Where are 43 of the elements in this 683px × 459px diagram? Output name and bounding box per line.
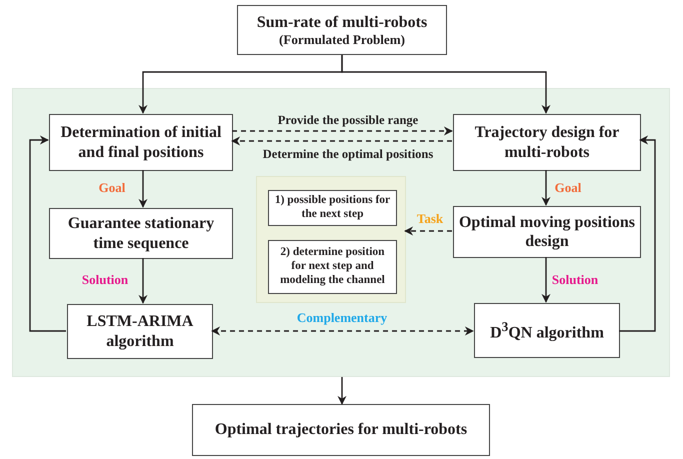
process-box	[237, 5, 447, 55]
step-box	[268, 240, 397, 294]
arrow	[619, 136, 656, 332]
box-text: 2) determine position for next step and modeling the channel	[279, 246, 386, 288]
box-text: Optimal trajectories for multi-robots	[214, 420, 468, 440]
box-text: Guarantee stationary time sequence	[66, 214, 216, 253]
arrow	[232, 126, 453, 136]
arrow	[211, 326, 474, 336]
edge-label: Task	[414, 212, 446, 226]
box-text: Sum-rate of multi-robots	[256, 12, 428, 32]
box-text: Trajectory design for multi-robots	[474, 123, 620, 162]
edge-label: Solution	[550, 272, 600, 288]
edge-label: Determine the optimal positions	[260, 148, 436, 162]
box-text: (Formulated Problem)	[278, 32, 406, 48]
arrow	[542, 170, 550, 206]
edge-label: Goal	[96, 180, 128, 196]
box-text: Optimal moving positions design	[458, 212, 636, 252]
process-box	[49, 114, 233, 171]
edge-label: Provide the possible range	[276, 114, 420, 128]
task-panel	[256, 176, 406, 303]
edge-label: Complementary	[294, 310, 390, 326]
box-text: Determination of initial and final positions	[60, 123, 222, 162]
arrow	[542, 257, 550, 303]
arrow	[138, 170, 148, 208]
result-box	[192, 404, 490, 456]
process-box	[49, 208, 233, 259]
process-box	[474, 303, 620, 358]
arrow	[29, 136, 66, 332]
box-text: LSTM-ARIMA algorithm	[86, 312, 194, 351]
step-box	[268, 190, 397, 226]
arrow	[404, 226, 452, 236]
process-box	[67, 304, 213, 359]
box-text: D$^{3}$QN algorithm	[489, 318, 605, 342]
box-text: 1) possible positions for the next step	[274, 194, 392, 222]
arrow	[231, 136, 452, 146]
arrow	[341, 55, 550, 114]
edge-label: Goal	[552, 180, 584, 196]
arrow	[138, 258, 148, 304]
arrow	[338, 377, 346, 405]
process-box	[453, 114, 641, 171]
process-box	[453, 206, 641, 258]
edge-label: Solution	[80, 272, 130, 288]
background-panel	[12, 88, 670, 377]
